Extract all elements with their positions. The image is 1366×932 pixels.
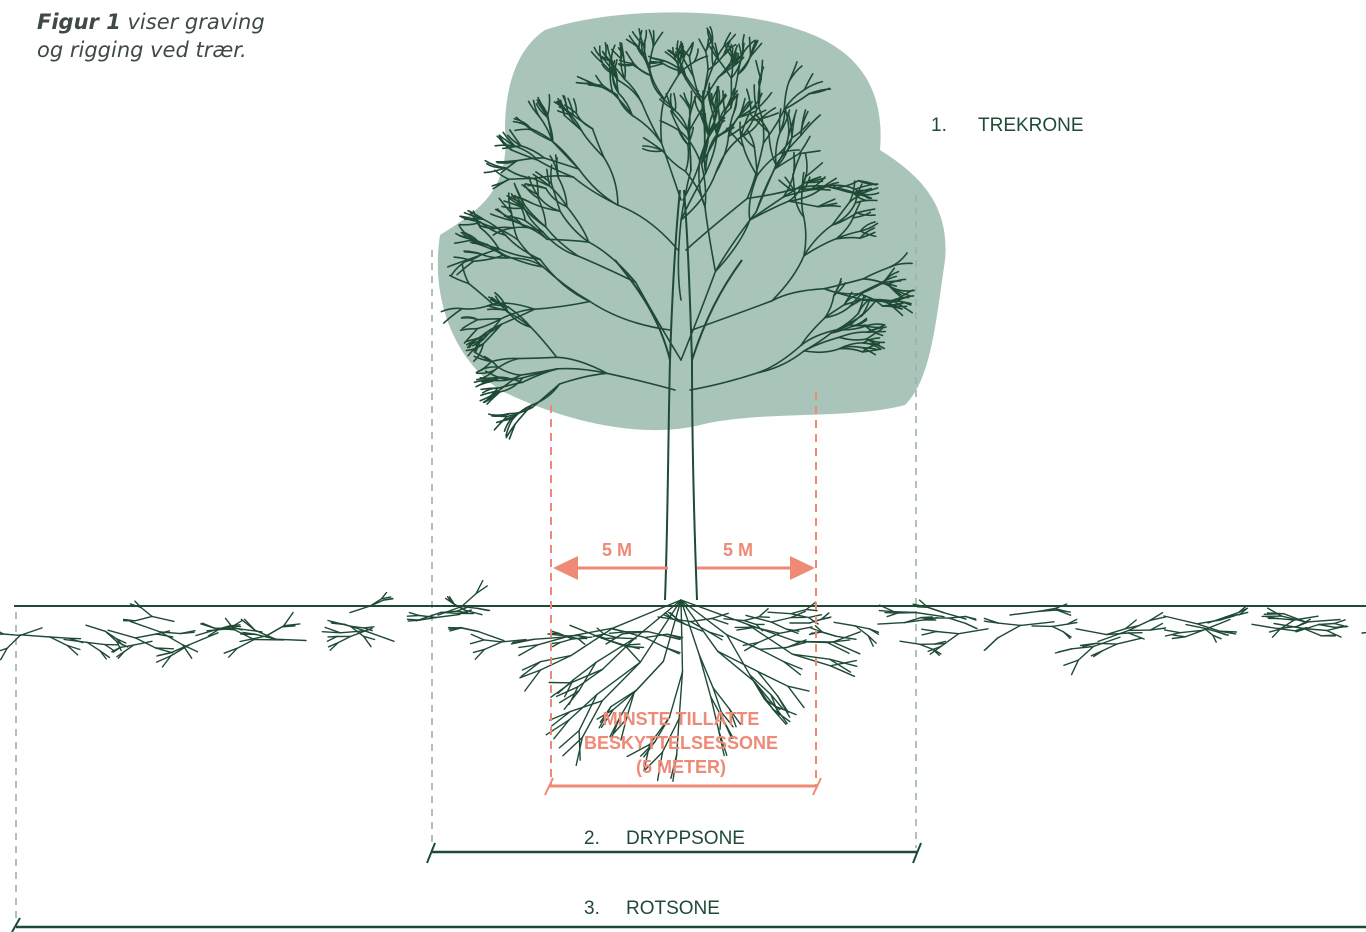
crown-label: TREKRONE <box>978 115 1084 136</box>
right-distance-arrow <box>697 556 815 580</box>
crown-number: 1. <box>931 115 947 136</box>
protection-label-line2: BESKYTTELSESSONE <box>584 733 778 753</box>
drip-zone-label: DRYPPSONE <box>626 828 745 849</box>
root-zone-number: 3. <box>584 898 600 919</box>
protection-measure-bar <box>545 778 821 795</box>
right-distance-label: 5 M <box>723 540 753 560</box>
protection-label-line1: MINSTE TILLATTE <box>603 709 760 729</box>
left-distance-label: 5 M <box>602 540 632 560</box>
drip-zone-number: 2. <box>584 828 600 849</box>
root-zone-bar <box>12 918 1366 932</box>
protection-label-line3: (5 METER) <box>636 757 726 777</box>
root-zone-label: ROTSONE <box>626 898 720 919</box>
